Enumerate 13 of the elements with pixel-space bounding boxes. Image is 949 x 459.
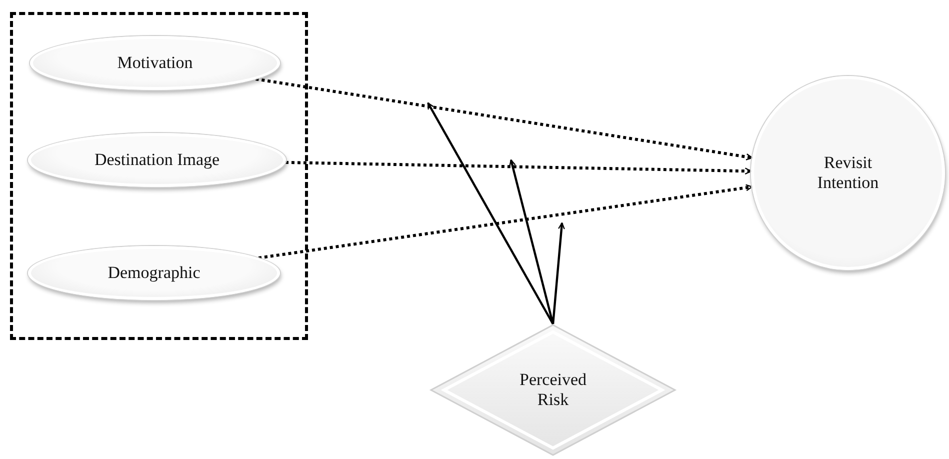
moderator-diamond	[430, 324, 676, 456]
node-label: Perceived Risk	[518, 370, 588, 410]
arrow	[509, 159, 554, 324]
node-label: Revisit Intention	[816, 153, 880, 193]
node-label: Motivation	[117, 53, 193, 73]
dotted-arrow	[255, 78, 753, 160]
node-label: Destination Image	[94, 150, 220, 170]
dotted-arrow	[285, 160, 752, 175]
group-box	[10, 12, 308, 340]
arrow	[427, 102, 554, 325]
dotted-arrow	[258, 184, 753, 260]
arrow	[552, 222, 565, 324]
node-label: Demographic	[108, 263, 200, 283]
